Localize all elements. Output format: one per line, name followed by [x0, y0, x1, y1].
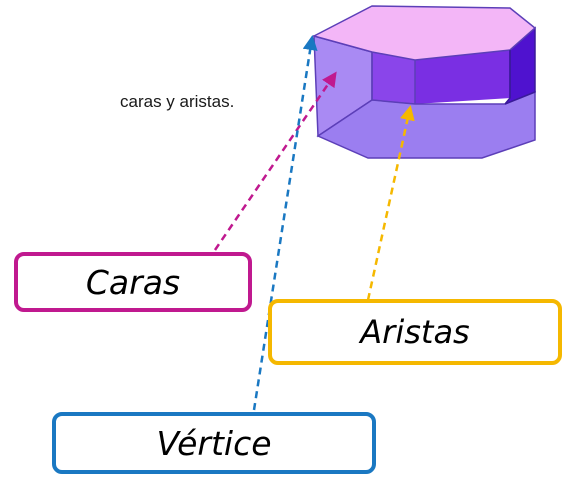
- label-caras-text: Caras: [85, 262, 181, 302]
- label-aristas-text: Aristas: [360, 313, 470, 351]
- prism-back-wall: [372, 52, 415, 104]
- arrow-vertice: [252, 35, 318, 411]
- label-vertice: Vértice: [52, 412, 376, 474]
- pentagonal-prism: [311, 5, 537, 159]
- label-aristas: Aristas: [268, 299, 562, 365]
- arrow-caras: [213, 71, 337, 251]
- prism-edge: [371, 99, 416, 105]
- prism-back-wall-right: [415, 50, 510, 104]
- label-caras: Caras: [14, 252, 252, 312]
- intro-text: caras y aristas.: [120, 92, 235, 111]
- arrow-aristas: [366, 105, 415, 301]
- label-vertice-text: Vértice: [156, 423, 272, 463]
- prism-face-top: [311, 5, 537, 61]
